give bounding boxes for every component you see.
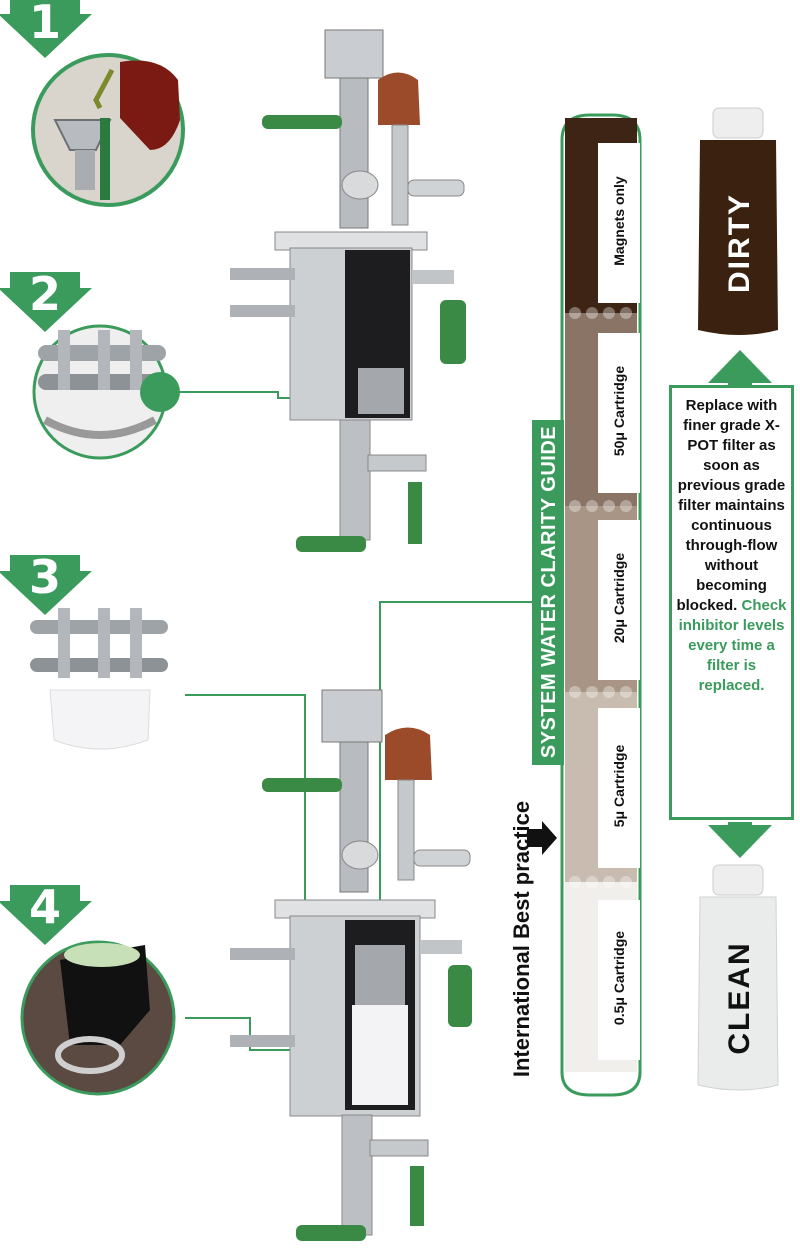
band-label-magnets: Magnets only xyxy=(611,176,627,266)
best-practice-arrow xyxy=(527,821,557,855)
clean-label: CLEAN xyxy=(723,941,756,1055)
step-3-arrow xyxy=(0,555,92,615)
band-label-20: 20μ Cartridge xyxy=(611,552,627,644)
clarity-guide-column xyxy=(560,113,642,1097)
step-1-number: 1 xyxy=(28,0,61,49)
inhibitor-note-text: Check inhibitor levels every time a filt… xyxy=(678,597,787,694)
funnel-pour-photo xyxy=(31,53,185,207)
band-label-5: 5μ Cartridge xyxy=(611,744,627,828)
step-4-number: 4 xyxy=(28,880,61,934)
filter-unit-top xyxy=(230,29,466,552)
band-label-50: 50μ Cartridge xyxy=(611,365,627,457)
filter-unit-bottom xyxy=(230,689,472,1241)
replace-note-text: Replace with finer grade X-POT filter as… xyxy=(676,397,786,614)
band-label-05: 0.5μ Cartridge xyxy=(611,930,627,1026)
magnet-assembly-photo xyxy=(32,324,168,460)
step-2-arrow xyxy=(0,272,92,332)
best-practice-label: International Best practice xyxy=(509,800,534,1078)
magnet-with-cartridge-photo xyxy=(30,608,168,750)
dirty-bottle xyxy=(698,107,778,335)
guide-title-bar xyxy=(532,420,564,765)
step-4-arrow xyxy=(0,885,92,945)
replace-note: Replace with finer grade X-POT filter as… xyxy=(669,385,794,820)
step-3-number: 3 xyxy=(28,550,61,604)
step-1-arrow xyxy=(0,0,92,58)
dirty-label: DIRTY xyxy=(723,193,756,293)
clean-bottle xyxy=(697,864,779,1091)
note-up-arrow xyxy=(708,350,772,387)
cartridge-insert-photo xyxy=(20,940,176,1096)
connector-dot xyxy=(140,372,180,412)
step-2-number: 2 xyxy=(28,267,61,321)
note-down-arrow xyxy=(708,822,772,858)
guide-title: SYSTEM WATER CLARITY GUIDE xyxy=(538,425,560,759)
